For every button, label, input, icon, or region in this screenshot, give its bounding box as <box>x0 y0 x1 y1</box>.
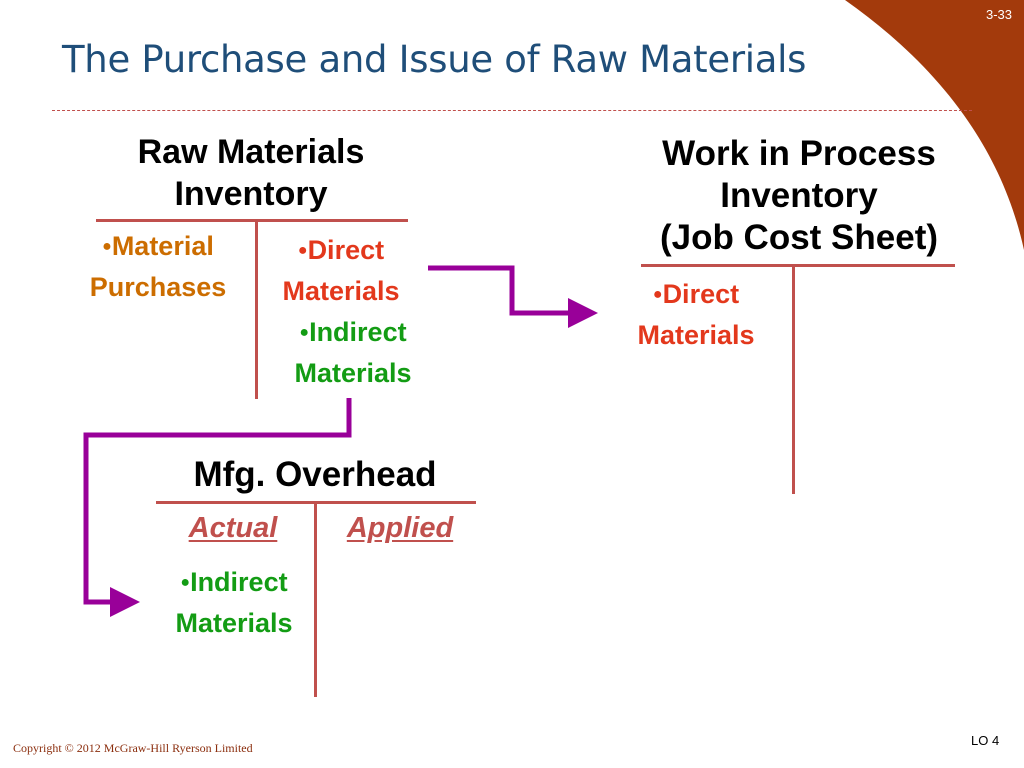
bullet-icon: ● <box>297 242 308 259</box>
raw-materials-heading-line2: Inventory <box>174 175 328 213</box>
applied-label: Applied <box>346 512 454 544</box>
bullet-icon: ● <box>652 286 663 303</box>
raw-materials-t-top <box>96 219 408 222</box>
oh-indirect-materials-item: ●Indirect Materials <box>158 562 310 644</box>
wip-t-stem <box>792 266 795 494</box>
slide-title: The Purchase and Issue of Raw Materials <box>62 38 807 81</box>
wip-direct-materials-line1: Direct <box>662 279 740 309</box>
raw-materials-t-stem <box>255 221 258 399</box>
oh-indirect-materials-line2: Materials <box>175 608 293 638</box>
wip-heading-line2: Inventory <box>720 176 878 215</box>
rm-indirect-materials-item: ●Indirect Materials <box>278 312 428 394</box>
raw-materials-heading-line1: Raw Materials <box>137 133 365 171</box>
rm-indirect-materials-line1: Indirect <box>309 317 407 347</box>
wip-heading-line3: (Job Cost Sheet) <box>659 218 939 257</box>
oh-indirect-materials-line1: Indirect <box>190 567 288 597</box>
wip-direct-materials-line2: Materials <box>637 320 755 350</box>
rm-direct-materials-line1: Direct <box>307 235 385 265</box>
title-divider <box>52 110 972 111</box>
bullet-icon: ● <box>102 238 112 255</box>
overhead-heading: Mfg. Overhead <box>193 455 437 494</box>
actual-label: Actual <box>188 512 278 544</box>
material-purchases-item: ●Material Purchases <box>68 226 248 308</box>
material-purchases-line2: Purchases <box>89 272 227 302</box>
overhead-t-stem <box>314 503 317 697</box>
direct-materials-to-wip-arrow <box>428 265 598 328</box>
material-purchases-line1: Material <box>111 231 214 261</box>
wip-direct-materials-item: ●Direct Materials <box>620 274 772 356</box>
bullet-icon: ● <box>180 574 191 591</box>
wip-heading-line1: Work in Process <box>662 134 936 173</box>
rm-direct-materials-item: ●Direct Materials <box>266 230 416 312</box>
wip-heading: Work in Process Inventory (Job Cost Shee… <box>636 133 962 259</box>
rm-direct-materials-line2: Materials <box>282 276 400 306</box>
rm-indirect-materials-line2: Materials <box>294 358 412 388</box>
slide-number: 3-33 <box>985 7 1012 22</box>
copyright-text: Copyright © 2012 McGraw-Hill Ryerson Lim… <box>13 741 253 755</box>
raw-materials-heading: Raw Materials Inventory <box>96 131 406 215</box>
learning-objective-label: LO 4 <box>971 733 1000 748</box>
bullet-icon: ● <box>299 324 310 341</box>
wip-t-top <box>641 264 955 267</box>
